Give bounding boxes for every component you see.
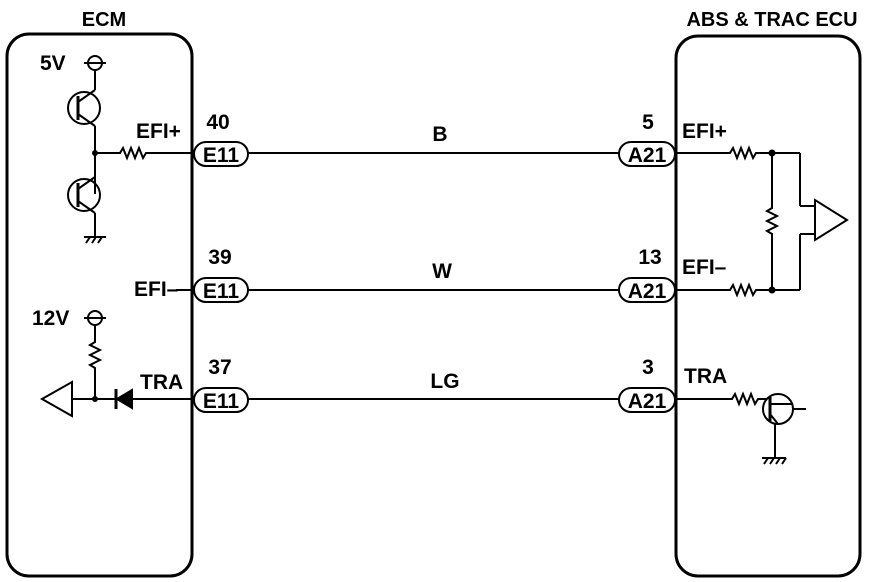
- ecm-efi-plus-label: EFI+: [136, 120, 181, 143]
- ecm-5v-label: 5V: [40, 52, 66, 75]
- ecu-tra-resistor: [677, 391, 766, 407]
- ecm-12v-label: 12V: [32, 307, 69, 330]
- ecm-connector-label: E11: [203, 390, 240, 413]
- ecm-pin-number: 39: [208, 246, 231, 269]
- abs-trac-ecu-title: ABS & TRAC ECU: [686, 9, 857, 31]
- ecm-title: ECM: [82, 9, 126, 31]
- ecm-tra-input-buffer: [39, 380, 73, 418]
- ecu-efi-plus-label: EFI+: [682, 120, 727, 143]
- ecu-termination-resistor: [764, 153, 780, 290]
- ecm-efi-minus-label: EFI–: [134, 278, 179, 301]
- ecu-connector-a21: [618, 277, 676, 303]
- ecu-efi-plus-resistor: [677, 145, 800, 161]
- wire-color-label: B: [432, 123, 447, 146]
- ecu-ground: [762, 457, 787, 465]
- ecm-ground-1: [84, 236, 106, 244]
- ecu-pin-number: 3: [642, 356, 654, 379]
- ecm-12v-supply: [84, 310, 106, 326]
- ecm-tra-pullup-resistor: [87, 325, 103, 399]
- wire-color-label: LG: [430, 370, 459, 393]
- ecm-tra-diode: [114, 388, 133, 410]
- abs-trac-ecu-box: [674, 34, 862, 578]
- ecu-efi-minus-resistor: [677, 282, 800, 298]
- wire-color-label: W: [432, 260, 452, 283]
- ecu-pin-number: 5: [642, 111, 654, 134]
- ecu-connector-label: A21: [628, 144, 667, 167]
- ecu-connector-label: A21: [628, 280, 667, 303]
- ecu-connector-a21: [618, 387, 676, 413]
- ecm-connector-label: E11: [203, 144, 240, 167]
- ecu-pin-number: 13: [638, 246, 661, 269]
- ecm-box: [5, 32, 194, 578]
- ecm-efi-plus-resistor: [95, 145, 192, 161]
- ecm-pin-number: 40: [206, 111, 229, 134]
- ecu-connector-label: A21: [628, 390, 667, 413]
- ecm-connector-label: E11: [203, 280, 240, 303]
- ecu-efi-minus-label: EFI–: [682, 256, 727, 279]
- ecm-transistor-lower: [67, 176, 101, 236]
- ecu-tra-label: TRA: [684, 365, 727, 388]
- ecm-5v-supply: [84, 55, 106, 90]
- ecu-tra-transistor: [762, 393, 806, 458]
- ecm-pin-number: 37: [208, 356, 231, 379]
- ecm-tra-label: TRA: [140, 371, 183, 394]
- ecu-efi-receiver: [814, 198, 849, 242]
- ecu-connector-a21: [618, 141, 676, 167]
